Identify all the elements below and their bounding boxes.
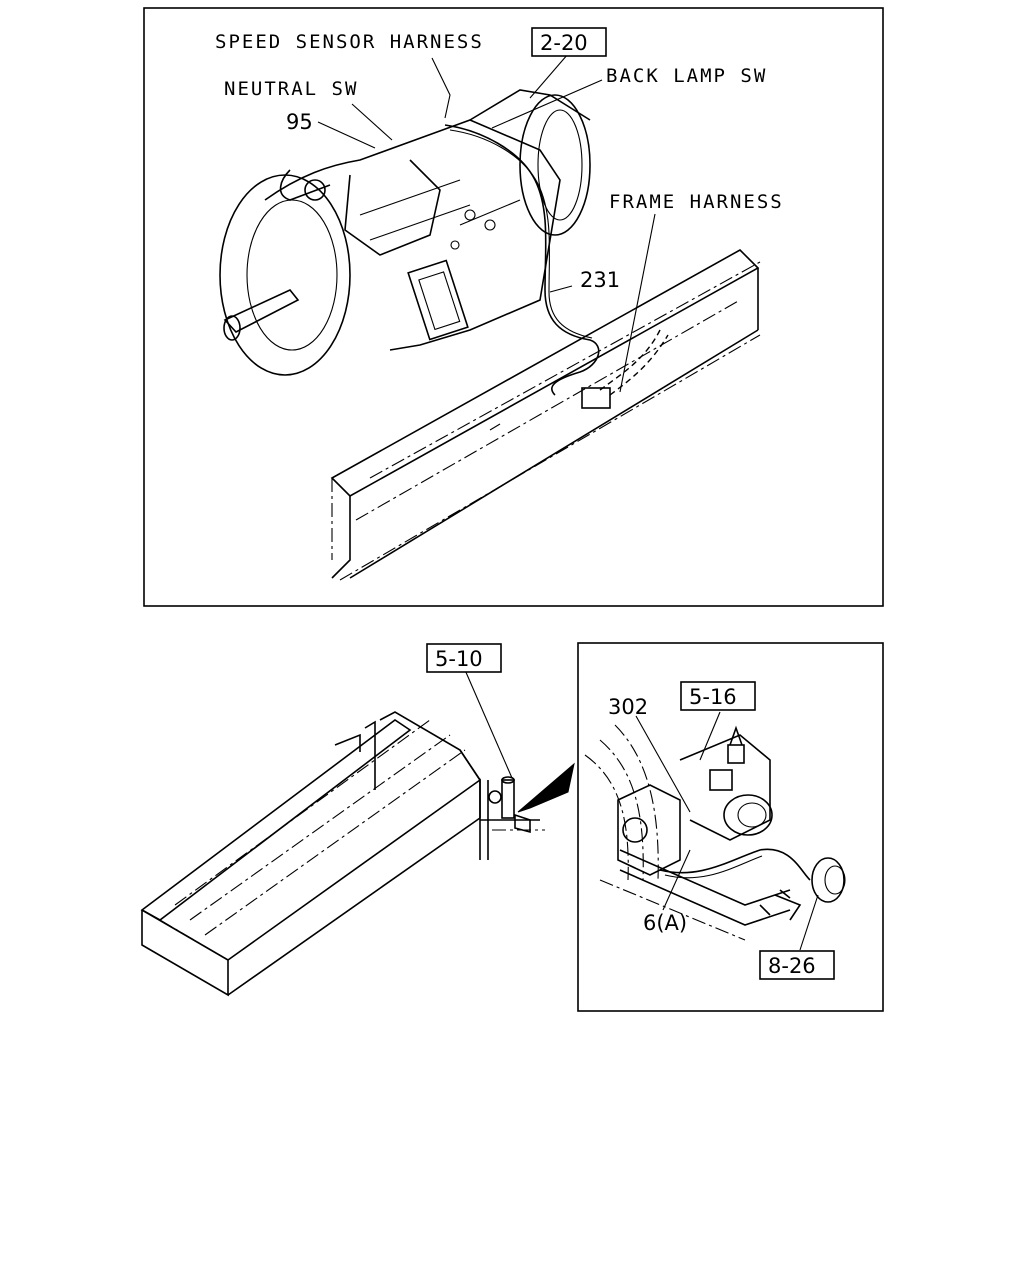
- ref-5-10-label: 5-10: [435, 647, 483, 671]
- ref-5-16-label: 5-16: [689, 685, 737, 709]
- part-number-6a: 6(A): [643, 911, 687, 935]
- part-number-95: 95: [286, 110, 313, 134]
- ref-box-2-20[interactable]: 2-20: [531, 27, 607, 57]
- neutral-sw-label: NEUTRAL SW: [224, 78, 358, 100]
- leader-lines-top: [317, 53, 656, 393]
- bottom-left-drawing: 5-10: [140, 643, 575, 997]
- back-lamp-sw-label: BACK LAMP SW: [606, 65, 767, 87]
- ref-box-5-16[interactable]: 5-16: [680, 681, 756, 711]
- bottom-right-panel: 302 6(A) 5-16 8-26: [577, 642, 884, 1012]
- part-number-231: 231: [580, 268, 620, 292]
- part-number-302: 302: [608, 695, 648, 719]
- speed-sensor-harness-label: SPEED SENSOR HARNESS: [215, 31, 484, 53]
- frame-harness-label: FRAME HARNESS: [609, 191, 784, 213]
- leader-lines-bottom-right: [635, 711, 819, 951]
- frame-rail-drawing: [330, 249, 761, 581]
- ref-2-20-label: 2-20: [540, 31, 588, 55]
- top-panel: SPEED SENSOR HARNESS NEUTRAL SW BACK LAM…: [143, 7, 884, 607]
- ref-box-5-10[interactable]: 5-10: [426, 643, 502, 673]
- harness-231: [444, 124, 600, 396]
- starter-drawing: [584, 724, 846, 941]
- ref-box-8-26[interactable]: 8-26: [759, 950, 835, 980]
- ref-8-26-label: 8-26: [768, 954, 816, 978]
- transmission-drawing: [219, 89, 591, 376]
- top-panel-frame: [143, 7, 884, 607]
- bottom-right-panel-frame: [577, 642, 884, 1012]
